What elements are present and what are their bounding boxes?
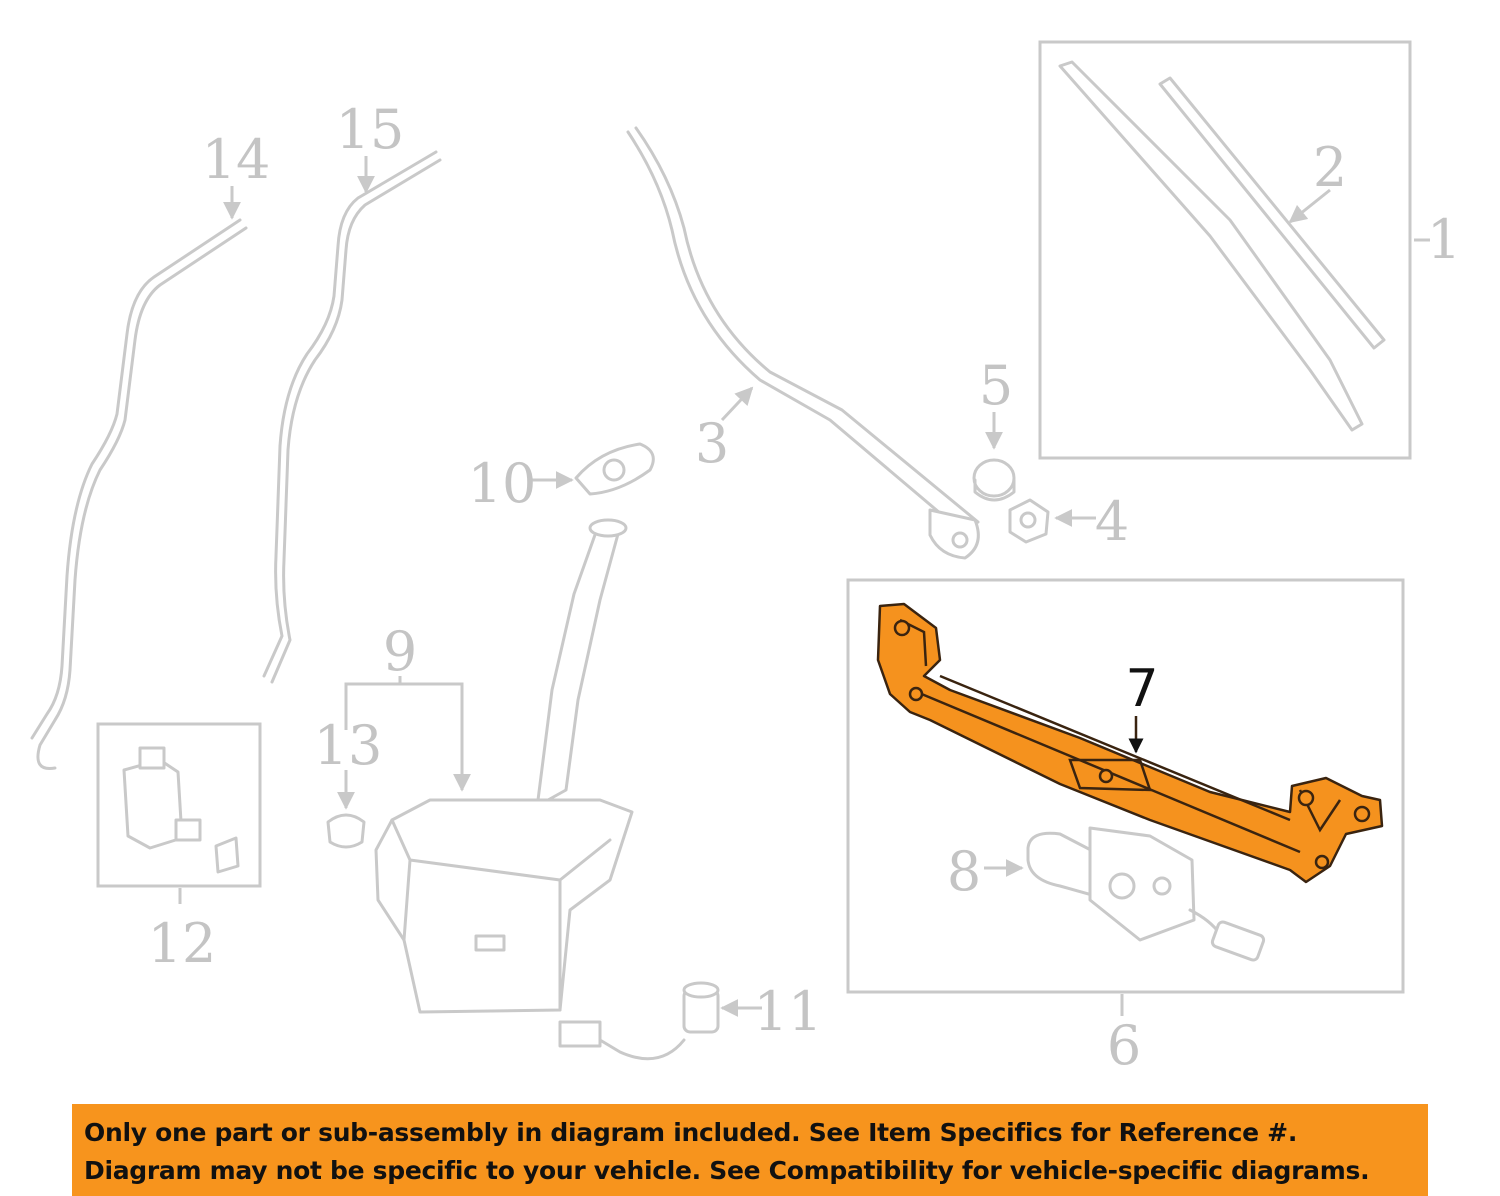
level-sensor-11 — [558, 981, 762, 1061]
callout-13: 13 — [314, 714, 383, 777]
assembly-box-1 — [1038, 40, 1412, 460]
callout-1: 1 — [1427, 208, 1461, 271]
pivot-cap-5 — [972, 412, 1016, 502]
disclaimer-banner: Only one part or sub-assembly in diagram… — [72, 1104, 1428, 1196]
reservoir-cap-13 — [326, 770, 366, 849]
washer-pump-12 — [122, 746, 240, 874]
assembly-box-6 — [846, 578, 1405, 994]
callout-4: 4 — [1095, 490, 1129, 553]
callout-10: 10 — [468, 452, 537, 515]
disclaimer-line-1: Only one part or sub-assembly in diagram… — [84, 1118, 1298, 1147]
callout-3: 3 — [695, 412, 729, 475]
callout-8: 8 — [947, 840, 981, 903]
washer-hose-14 — [30, 186, 248, 771]
disclaimer-line-2: Diagram may not be specific to your vehi… — [84, 1156, 1370, 1185]
wiper-linkage-7 — [876, 602, 1384, 884]
callout-5: 5 — [979, 354, 1013, 417]
callout-14: 14 — [202, 128, 271, 191]
callout-7: 7 — [1125, 659, 1158, 719]
grommet-10 — [532, 442, 655, 496]
callout-9-bracket — [344, 676, 471, 792]
callout-11: 11 — [754, 980, 823, 1043]
washer-reservoir-9 — [374, 518, 634, 1014]
diagram-canvas: 14 15 3 2 1 5 4 10 — [30, 40, 1461, 1077]
wiper-arm-3 — [626, 126, 980, 560]
wiper-motor-8 — [984, 826, 1266, 962]
wiper-blade-2 — [1058, 60, 1386, 432]
pivot-nut-4 — [1008, 498, 1096, 544]
callout-6: 6 — [1107, 1014, 1141, 1077]
assembly-box-12 — [96, 722, 262, 888]
washer-hose-15 — [262, 150, 442, 684]
callout-9: 9 — [383, 620, 417, 683]
callout-2: 2 — [1313, 136, 1347, 199]
callout-15: 15 — [336, 98, 405, 161]
callout-12: 12 — [148, 912, 217, 975]
